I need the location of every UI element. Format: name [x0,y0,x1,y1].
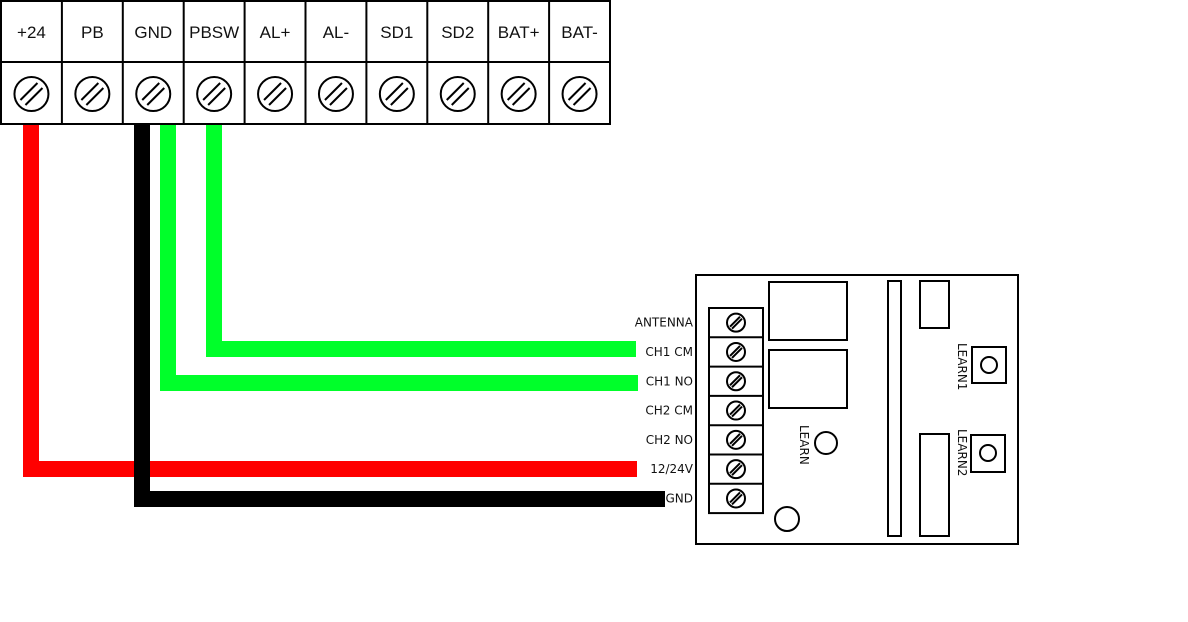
module-terminal-label: CH2 CM [645,404,693,418]
screw-terminal-icon[interactable] [500,76,537,112]
relay-2 [768,349,848,409]
terminal-label: BAT+ [498,23,540,42]
module-terminal-strip [708,307,764,515]
wire-green-ch1-cm [206,124,636,357]
component-bottom [919,433,950,537]
module-terminal-label: CH2 NO [646,433,693,447]
module-screw-terminal-icon[interactable] [726,400,746,421]
component-top [919,280,950,329]
learn2-label: LEARN2 [955,429,969,476]
top-terminal-block: +24 PB GND PBSW AL+ AL- SD1 SD2 BAT+ BAT- [0,0,611,125]
terminal-label: AL+ [260,23,291,42]
module-screw-terminal-icon[interactable] [726,488,746,509]
learn1-label: LEARN1 [955,343,969,390]
terminal-label: SD2 [441,23,474,42]
antenna-strip [887,280,902,537]
wires [23,124,665,507]
learn-label: LEARN [797,425,811,465]
screw-terminal-icon[interactable] [74,76,111,112]
module-terminal-label: ANTENNA [635,316,694,330]
screw-terminal-icon[interactable] [378,76,415,112]
wire-red-24v [23,124,637,477]
screw-terminal-icon[interactable] [196,76,233,112]
module-terminal-label: GND [665,491,693,505]
screw-terminal-icon[interactable] [13,76,50,112]
learn1-button[interactable] [980,356,998,374]
screw-terminal-icon[interactable] [135,76,172,112]
receiver-module: LEARN LEARN1 LEARN2 ANTENNA CH1 CM CH1 NO C… [635,274,1019,545]
relay-1 [768,281,848,341]
wire-black-gnd [134,124,665,507]
module-screw-terminal-icon[interactable] [726,429,746,450]
screw-terminal-icon[interactable] [439,76,476,112]
learn2-button-frame [970,434,1006,473]
module-terminal-label: CH1 CM [645,345,693,359]
wire-green-ch1-no [160,124,638,391]
module-screw-terminal-icon[interactable] [726,312,746,333]
mounting-hole [774,506,800,532]
module-terminal-label: CH1 NO [646,374,693,388]
module-screw-terminal-icon[interactable] [726,371,746,392]
terminal-label: PB [81,23,104,42]
terminal-label: PBSW [189,23,239,42]
terminal-label: AL- [323,23,349,42]
learn1-button-frame [971,346,1007,384]
screw-terminal-icon[interactable] [317,76,354,112]
learn2-button[interactable] [979,444,997,462]
terminal-label: +24 [17,23,46,42]
screw-terminal-icon[interactable] [561,76,598,112]
learn-button[interactable] [814,431,838,455]
module-terminal-label: 12/24V [650,462,694,476]
screw-terminal-icon[interactable] [257,76,294,112]
module-screw-terminal-icon[interactable] [726,341,746,362]
module-screw-terminal-icon[interactable] [726,459,746,480]
terminal-label: BAT- [561,23,598,42]
terminal-label: GND [134,23,172,42]
terminal-label: SD1 [380,23,413,42]
